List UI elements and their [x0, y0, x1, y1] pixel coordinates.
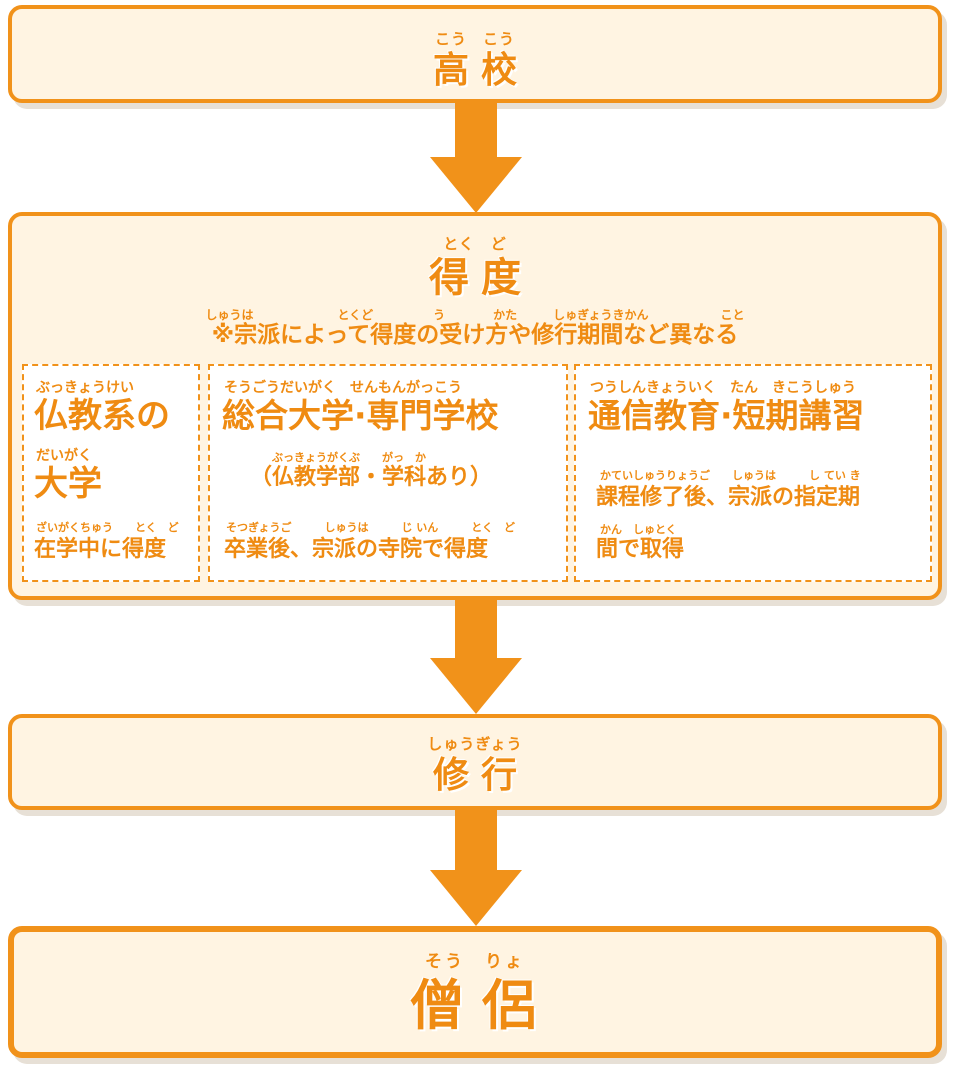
tokudo-note-ruby: しゅうは とくど う かた しゅぎょうきかん こと	[205, 308, 745, 322]
monk-ruby: そう りょ	[425, 952, 525, 972]
route-general-desc: 卒業後、宗派の寺院で得度	[224, 537, 489, 562]
route-buddhist-desc-ruby: ざいがくちゅう とく ど	[36, 521, 179, 534]
arrow-down-2	[430, 600, 522, 714]
stage-highschool: こう こう 高校	[8, 5, 942, 103]
route-distance-desc-ruby1: かていしゅうりょうご しゅうは し てい き	[600, 469, 861, 482]
route-buddhist-title1: 仏教系の	[34, 396, 170, 436]
route-general-desc-ruby: そつぎょうご しゅうは じ いん とく ど	[226, 521, 515, 534]
route-buddhist-ruby2: だいがく	[36, 448, 92, 464]
highschool-title: 高校	[432, 50, 529, 91]
stage-shugyo: しゅうぎょう 修行	[8, 714, 942, 810]
route-general-sub: （仏教学部・学科あり）	[250, 465, 493, 490]
route-buddhist-ruby1: ぶっきょうけい	[36, 380, 134, 396]
route-distance-desc2: 間で取得	[596, 537, 685, 562]
arrow-down-3	[430, 810, 522, 926]
route-distance-ruby1: つうしんきょういく たん きこうしゅう	[590, 380, 856, 396]
route-buddhist-university: ぶっきょうけい 仏教系の だいがく 大学 ざいがくちゅう とく ど 在学中に得度	[22, 364, 200, 582]
route-buddhist-desc: 在学中に得度	[34, 537, 167, 562]
tokudo-ruby: とく ど	[443, 235, 507, 253]
route-general-title1: 総合大学·専門学校	[222, 396, 499, 435]
stage-tokudo: とく ど 得度 しゅうは とくど う かた しゅぎょうきかん こと ※宗派によっ…	[8, 212, 942, 600]
route-distance-desc1: 課程修了後、宗派の指定期	[596, 485, 861, 510]
route-buddhist-title2: 大学	[34, 464, 102, 504]
stage-monk: そう りょ 僧侶	[8, 926, 942, 1058]
shugyo-title: 修行	[432, 755, 529, 796]
tokudo-title: 得度	[429, 255, 533, 301]
route-distance-title1: 通信教育·短期講習	[588, 396, 865, 435]
tokudo-note: ※宗派によって得度の受け方や修行期間など異なる	[211, 322, 739, 348]
route-distance-learning: つうしんきょういく たん きこうしゅう 通信教育·短期講習 かていしゅうりょうご…	[574, 364, 932, 582]
shugyo-ruby: しゅうぎょう	[427, 735, 523, 753]
route-general-university: そうごうだいがく せんもんがっこう 総合大学·専門学校 ぶっきょうがくぶ がっ …	[208, 364, 568, 582]
route-distance-desc-ruby2: かん しゅとく	[600, 523, 677, 536]
route-general-ruby1: そうごうだいがく せんもんがっこう	[224, 380, 462, 396]
highschool-ruby: こう こう	[434, 30, 515, 48]
monk-title: 僧侶	[410, 974, 554, 1037]
route-general-sub-ruby: ぶっきょうがくぶ がっ か	[272, 451, 426, 464]
arrow-down-1	[430, 103, 522, 213]
